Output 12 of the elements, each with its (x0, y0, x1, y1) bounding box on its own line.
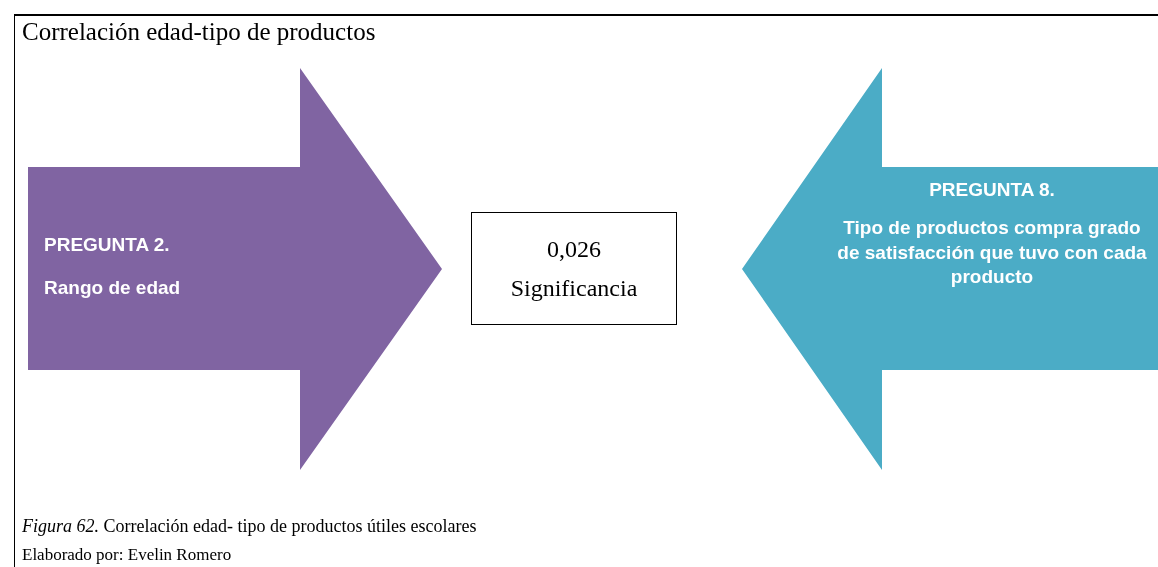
result-box (471, 212, 677, 325)
question-text: Rango de edad (44, 276, 182, 300)
label-text: Significancia (510, 274, 638, 302)
block-arrow (28, 68, 442, 470)
caption: Figura 62. Correlación edad- tipo de productos útiles escolares (22, 516, 477, 537)
question-text: Tipo de productos compra grado de satisfacción que tuvo con cada producto (836, 216, 1148, 290)
question-heading: PREGUNTA 2. (44, 233, 171, 257)
title: Correlación edad-tipo de productos (22, 18, 376, 46)
author-note: Elaborado por: Evelin Romero (22, 545, 232, 565)
block-arrow (742, 68, 1158, 470)
value-text: 0,026 (547, 235, 601, 263)
question-heading: PREGUNTA 8. (928, 178, 1056, 202)
